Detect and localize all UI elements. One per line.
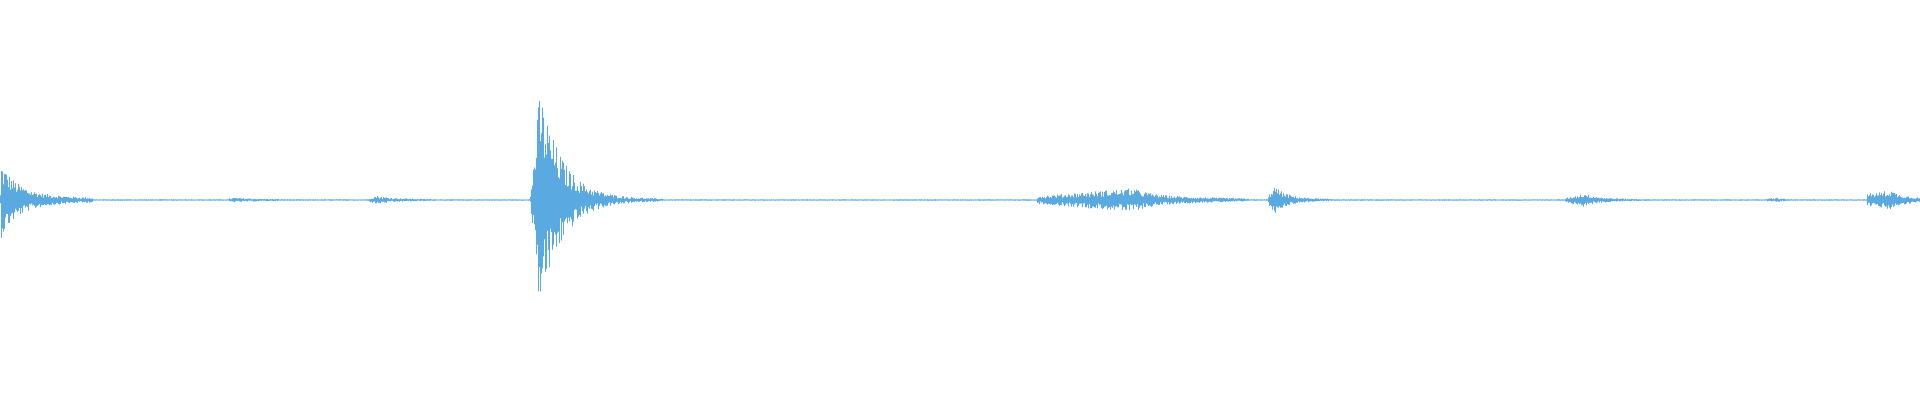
waveform-signal bbox=[0, 100, 1920, 292]
